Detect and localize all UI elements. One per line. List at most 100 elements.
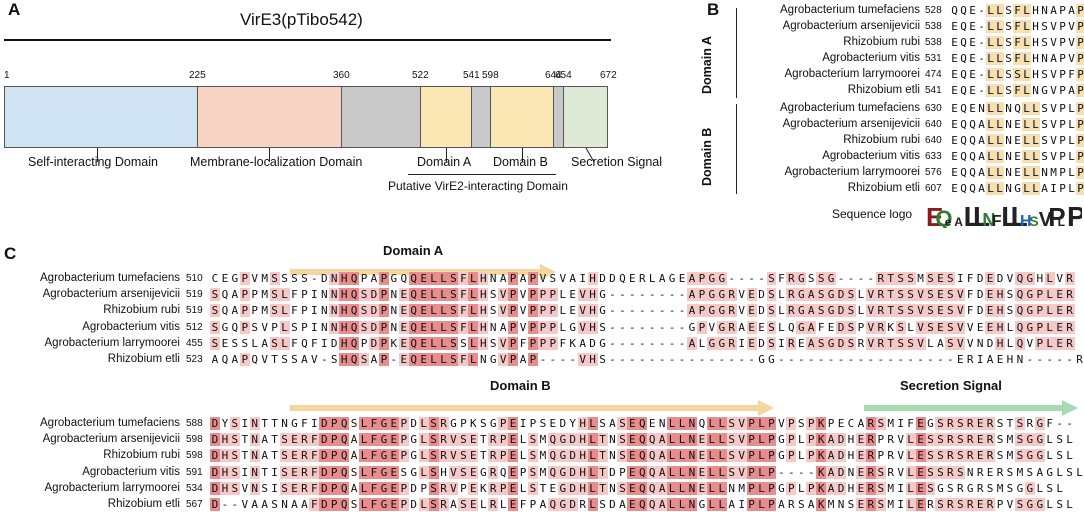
- logo-letter: P: [1048, 202, 1065, 228]
- panel-b-species: Rhizobium etli: [847, 182, 920, 194]
- logo-letter: N: [982, 210, 995, 228]
- logo-letter: F: [992, 213, 1002, 228]
- panel-b-species: Rhizobium rubi: [843, 36, 920, 48]
- panel-b-start: 538: [925, 21, 942, 32]
- label-membrane: Membrane-localization Domain: [190, 155, 363, 169]
- position-number: 225: [189, 70, 206, 81]
- panel-c-start: 519: [186, 305, 203, 317]
- label-secretion: Secretion Signal: [571, 155, 663, 169]
- logo-letter: L: [964, 201, 981, 228]
- panel-b-species: Agrobacterium arsenijevicii: [782, 118, 920, 130]
- panel-a-letter: A: [8, 0, 21, 19]
- logo-letter: L: [1001, 201, 1018, 228]
- position-number: 1: [4, 70, 10, 81]
- putative-label: Putative VirE2-interacting Domain: [388, 179, 568, 193]
- protein-title: VirE3(pTibo542): [240, 10, 363, 29]
- panel-b-species: Agrobacterium vitis: [822, 52, 920, 64]
- domain-box-gap1: [341, 86, 421, 148]
- panel-c-species: Agrobacterium larrymoorei: [44, 336, 181, 349]
- panel-b-species: Agrobacterium larrymoorei: [784, 166, 921, 178]
- domain-b-vertical-label: Domain B: [700, 127, 714, 186]
- leader-self: [97, 148, 98, 162]
- logo-letter: H: [1020, 213, 1032, 228]
- panel-b-species: Rhizobium etli: [847, 84, 920, 96]
- panel-c-start: 519: [186, 289, 203, 301]
- panel-b-start: 633: [925, 151, 942, 162]
- panel-c-species: Rhizobium etli: [107, 498, 180, 510]
- panel-b-species: Rhizobium rubi: [843, 134, 920, 146]
- panel-b-start: 607: [925, 183, 942, 194]
- logo-letter: P: [1067, 201, 1082, 228]
- sequence-logo-label: Sequence logo: [832, 207, 913, 221]
- domain-box-b: [490, 86, 554, 148]
- logo-letter: e: [945, 215, 952, 228]
- panel-b-start: 538: [925, 37, 942, 48]
- panel-c-species: Agrobacterium vitis: [82, 320, 180, 333]
- logo-letter: E: [926, 202, 943, 228]
- logo-letter: L: [1058, 215, 1065, 228]
- panel-b-start: 531: [925, 53, 942, 64]
- secretion-arrow: [864, 400, 1078, 416]
- putative-bar: [408, 174, 556, 175]
- domain-a-vertical-label: Domain A: [700, 36, 714, 94]
- label-domain-b: Domain B: [493, 155, 548, 169]
- panel-c-species: Agrobacterium tumefaciens: [40, 272, 180, 284]
- panel-b-start: 528: [925, 5, 942, 16]
- panel-c-start: 591: [186, 466, 203, 478]
- domain-b-arrow: [290, 400, 774, 416]
- position-number: 654: [555, 70, 572, 81]
- leader-secretion: [585, 147, 595, 163]
- panel-c-start: 512: [186, 321, 203, 333]
- domain-box-self: [4, 86, 198, 148]
- logo-letter: Q: [935, 206, 952, 228]
- position-number: 522: [412, 70, 429, 81]
- label-domain-a: Domain A: [417, 155, 472, 169]
- panel-b-letter: B: [707, 0, 720, 19]
- position-number: 541: [463, 70, 480, 81]
- panel-b-start: 576: [925, 167, 942, 178]
- panel-b-species: Agrobacterium tumefaciens: [780, 4, 920, 16]
- panel-c-start: 534: [186, 482, 203, 494]
- panel-c-species: Agrobacterium larrymoorei: [44, 481, 181, 494]
- panel-b-start: 474: [925, 69, 942, 80]
- panel-b-start: 640: [925, 119, 942, 130]
- panel-c-species: Agrobacterium arsenijevicii: [42, 288, 180, 301]
- logo-letter: L: [973, 201, 990, 228]
- panel-c-species: Rhizobium rubi: [103, 304, 180, 317]
- panel-b-species: Agrobacterium vitis: [822, 150, 920, 162]
- position-number: 644: [545, 70, 562, 81]
- label-self-interacting: Self-interacting Domain: [28, 155, 158, 169]
- panel-c-species: Agrobacterium tumefaciens: [40, 417, 180, 429]
- panel-c-start: 588: [186, 418, 203, 429]
- panel-c-start: 455: [186, 337, 203, 349]
- logo-letter: L: [1011, 201, 1028, 228]
- title-bar: [4, 39, 611, 41]
- leader-membrane: [269, 148, 270, 162]
- position-number: 672: [600, 70, 617, 81]
- domain-b-vline: [736, 104, 737, 194]
- panel-c-start: 510: [186, 273, 203, 284]
- domain-box-membrane: [197, 86, 342, 148]
- block2-secretion-label: Secretion Signal: [900, 378, 1002, 393]
- panel-c-start: 567: [186, 499, 203, 510]
